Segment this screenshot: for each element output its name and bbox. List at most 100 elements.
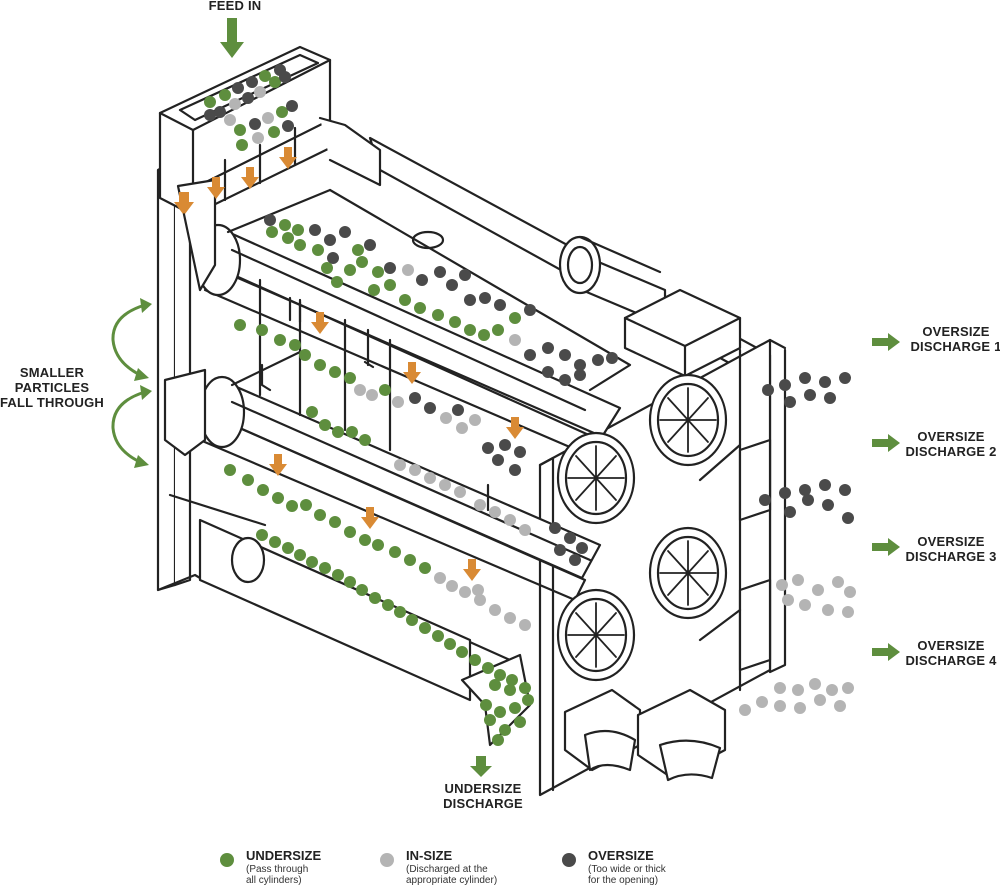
undersize-particle: [319, 562, 331, 574]
oversize-particle: [282, 120, 294, 132]
undersize-particle: [294, 549, 306, 561]
insize-particle: [392, 396, 404, 408]
undersize-particle: [268, 126, 280, 138]
undersize-particle: [379, 384, 391, 396]
oversize-particle: [524, 304, 536, 316]
undersize-particle: [419, 622, 431, 634]
undersize-particle: [449, 316, 461, 328]
undersize-particle: [344, 526, 356, 538]
insize-particle: [504, 514, 516, 526]
undersize-particle: [329, 516, 341, 528]
insize-particle: [842, 682, 854, 694]
oversize-particle: [446, 279, 458, 291]
oversize-particle: [554, 544, 566, 556]
oversize-particle: [459, 269, 471, 281]
insize-particle: [459, 586, 471, 598]
undersize-particle: [384, 279, 396, 291]
insize-particle: [489, 506, 501, 518]
undersize-discharge-label: UNDERSIZE DISCHARGE: [443, 781, 523, 811]
undersize-particle: [300, 499, 312, 511]
insize-particle: [809, 678, 821, 690]
oversize-particle: [452, 404, 464, 416]
oversize-particle: [606, 352, 618, 364]
arrow-right-icon: [872, 434, 900, 452]
undersize-particle: [314, 359, 326, 371]
undersize-particle: [344, 264, 356, 276]
insize-particle: [834, 700, 846, 712]
undersize-particle: [306, 556, 318, 568]
feed-in-arrow: [220, 18, 244, 58]
insize-particle: [782, 594, 794, 606]
insize-particle: [402, 264, 414, 276]
undersize-particle: [372, 539, 384, 551]
oversize-discharge-4-label: OVERSIZE DISCHARGE 4: [905, 638, 997, 668]
undersize-particle: [306, 406, 318, 418]
undersize-dot-icon: [220, 853, 234, 867]
undersize-particle: [266, 226, 278, 238]
insize-particle: [394, 459, 406, 471]
oversize-particle: [802, 494, 814, 506]
left-frame-column: [156, 158, 177, 592]
undersize-particle: [419, 562, 431, 574]
undersize-particle: [321, 262, 333, 274]
oversize-particle: [759, 494, 771, 506]
oversize-particle: [494, 299, 506, 311]
undersize-particle: [469, 654, 481, 666]
insize-particle: [409, 464, 421, 476]
undersize-particle: [509, 702, 521, 714]
insize-particle: [794, 702, 806, 714]
insize-particle: [774, 700, 786, 712]
oversize-particle: [542, 342, 554, 354]
oversize-particle: [339, 226, 351, 238]
oversize-discharge-1-label: OVERSIZE DISCHARGE 1: [910, 324, 1000, 354]
undersize-particle: [389, 546, 401, 558]
insize-particle: [439, 479, 451, 491]
legend-title: IN-SIZE: [406, 848, 453, 863]
insize-particle: [739, 704, 751, 716]
oversize-particle: [542, 366, 554, 378]
undersize-particle: [234, 124, 246, 136]
oversize-particle: [574, 359, 586, 371]
undersize-particle: [272, 492, 284, 504]
arrow-right-icon: [872, 538, 900, 556]
oversize-particle: [514, 446, 526, 458]
undersize-particle: [274, 334, 286, 346]
insize-particle: [252, 132, 264, 144]
insize-particle: [776, 579, 788, 591]
undersize-particle: [344, 372, 356, 384]
oversize-particle: [327, 252, 339, 264]
oversize-particle: [842, 512, 854, 524]
oversize-particle: [384, 262, 396, 274]
insize-particle: [424, 472, 436, 484]
flow-down-arrow-icon: [269, 454, 287, 476]
undersize-particle: [492, 324, 504, 336]
oversize-particle: [509, 464, 521, 476]
insize-particle: [489, 604, 501, 616]
undersize-particle: [352, 244, 364, 256]
oversize-particle: [434, 266, 446, 278]
oversize-particle: [799, 484, 811, 496]
oversize-particle: [424, 402, 436, 414]
oversize-particle: [524, 349, 536, 361]
undersize-particle: [506, 674, 518, 686]
oversize-dot-icon: [562, 853, 576, 867]
insize-particle: [224, 114, 236, 126]
oversize-particle: [264, 214, 276, 226]
undersize-particle: [282, 232, 294, 244]
insize-particle: [454, 486, 466, 498]
oversize-particle: [564, 532, 576, 544]
undersize-particle: [514, 716, 526, 728]
insize-particle: [792, 574, 804, 586]
undersize-particle: [356, 584, 368, 596]
undersize-particle: [269, 76, 281, 88]
undersize-particle: [282, 542, 294, 554]
undersize-particle: [276, 106, 288, 118]
undersize-particle: [294, 239, 306, 251]
undersize-particle: [372, 266, 384, 278]
undersize-particle: [299, 349, 311, 361]
oversize-particle: [499, 439, 511, 451]
undersize-particle: [484, 714, 496, 726]
undersize-particle: [489, 679, 501, 691]
undersize-particle: [494, 706, 506, 718]
undersize-particle: [242, 474, 254, 486]
